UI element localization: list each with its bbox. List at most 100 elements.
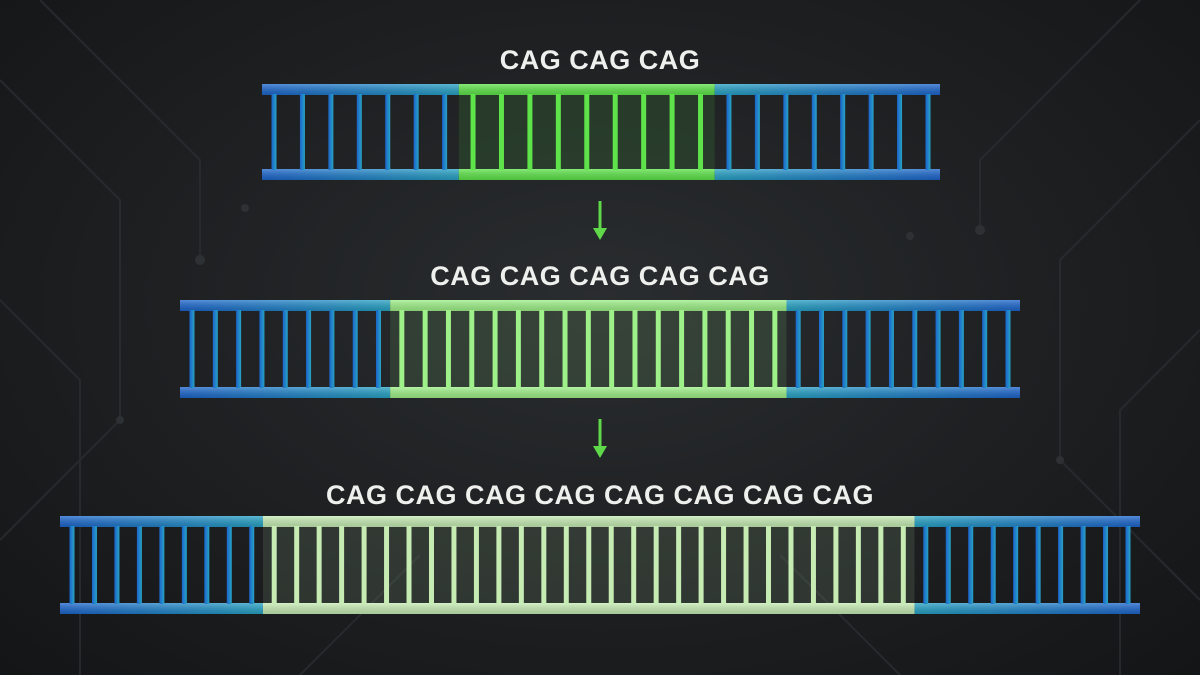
repeat-rung [608, 526, 614, 604]
repeat-rung [527, 94, 533, 170]
repeat-rung [555, 94, 561, 170]
repeat-rung [900, 526, 906, 604]
flank-rung [968, 526, 974, 604]
repeat-rung [406, 526, 412, 604]
repeat-rung [541, 526, 547, 604]
repeat-rung [384, 526, 390, 604]
flank-rung [159, 526, 165, 604]
stage-3: CAG CAG CAG CAG CAG CAG CAG CAG [60, 480, 1140, 614]
flank-rung [376, 310, 382, 388]
repeat-rung [743, 526, 749, 604]
repeat-rung [492, 310, 498, 388]
repeat-rung [470, 94, 476, 170]
repeat-rung [788, 526, 794, 604]
repeat-rung [855, 526, 861, 604]
repeat-rung [772, 310, 778, 388]
flank-rung [923, 526, 929, 604]
repeat-rung [445, 310, 451, 388]
repeat-rung [833, 526, 839, 604]
repeat-rung [810, 526, 816, 604]
repeat-rung [641, 94, 647, 170]
flank-rung [754, 94, 760, 170]
flank-rung [181, 526, 187, 604]
repeat-rung [878, 526, 884, 604]
flank-rung [945, 526, 951, 604]
flank-rung [958, 310, 964, 388]
flank-rung [1013, 526, 1019, 604]
repeat-rung [515, 310, 521, 388]
repeat-rung [631, 526, 637, 604]
flank-rung [783, 94, 789, 170]
repeat-rung [749, 310, 755, 388]
flank-rung [912, 310, 918, 388]
flank-rung [328, 94, 334, 170]
repeat-rung [721, 526, 727, 604]
flank-rung [811, 94, 817, 170]
flank-rung [212, 310, 218, 388]
flank-rung [91, 526, 97, 604]
repeat-rung [632, 310, 638, 388]
repeat-rung [563, 526, 569, 604]
repeat-rung [496, 526, 502, 604]
flank-rung [1103, 526, 1109, 604]
flank-rung [888, 310, 894, 388]
repeat-rung [422, 310, 428, 388]
rail-shade [180, 387, 1020, 398]
repeat-rung [361, 526, 367, 604]
flank-rung [442, 94, 448, 170]
stage-1: CAG CAG CAG [262, 45, 940, 180]
repeat-rung [451, 526, 457, 604]
repeat-rung [698, 94, 704, 170]
flank-rung [356, 94, 362, 170]
repeat-rung [669, 94, 675, 170]
repeat-rung [725, 310, 731, 388]
flank-rung [114, 526, 120, 604]
rail-shade [60, 516, 1140, 527]
stage-2-ladder [180, 300, 1020, 398]
repeat-rung [473, 526, 479, 604]
repeat-rung [586, 526, 592, 604]
stage-3-label: CAG CAG CAG CAG CAG CAG CAG CAG [326, 480, 874, 510]
stage-1-ladder [262, 84, 940, 180]
rail-shade [262, 84, 940, 95]
flank-rung [868, 94, 874, 170]
flank-rung [897, 94, 903, 170]
flank-rung [1058, 526, 1064, 604]
repeat-rung [655, 310, 661, 388]
repeat-rung [518, 526, 524, 604]
flank-rung [1125, 526, 1131, 604]
flank-rung [865, 310, 871, 388]
repeat-rung [698, 526, 704, 604]
flank-rung [935, 310, 941, 388]
flank-rung [249, 526, 255, 604]
repeat-rung [653, 526, 659, 604]
flank-rung [136, 526, 142, 604]
arrow-down-icon [593, 419, 607, 458]
repeat-rung [539, 310, 545, 388]
flank-rung [299, 94, 305, 170]
repeat-rung [609, 310, 615, 388]
flank-rung [69, 526, 75, 604]
repeat-rung [584, 94, 590, 170]
flank-rung [189, 310, 195, 388]
stage-2: CAG CAG CAG CAG CAG [180, 261, 1020, 398]
flank-rung [925, 94, 931, 170]
stage-1-label: CAG CAG CAG [500, 45, 701, 75]
rail-shade [180, 300, 1020, 311]
arrow-down-icon [593, 201, 607, 240]
rail-shade [262, 169, 940, 180]
rail-shade [60, 603, 1140, 614]
stage-3-ladder [60, 516, 1140, 614]
flank-rung [236, 310, 242, 388]
repeat-rung [399, 310, 405, 388]
flank-rung [1080, 526, 1086, 604]
flank-rung [282, 310, 288, 388]
flank-rung [842, 310, 848, 388]
stage-2-label: CAG CAG CAG CAG CAG [430, 261, 770, 291]
flank-rung [795, 310, 801, 388]
flank-rung [259, 310, 265, 388]
repeat-rung [469, 310, 475, 388]
repeat-rung [271, 526, 277, 604]
flank-rung [226, 526, 232, 604]
